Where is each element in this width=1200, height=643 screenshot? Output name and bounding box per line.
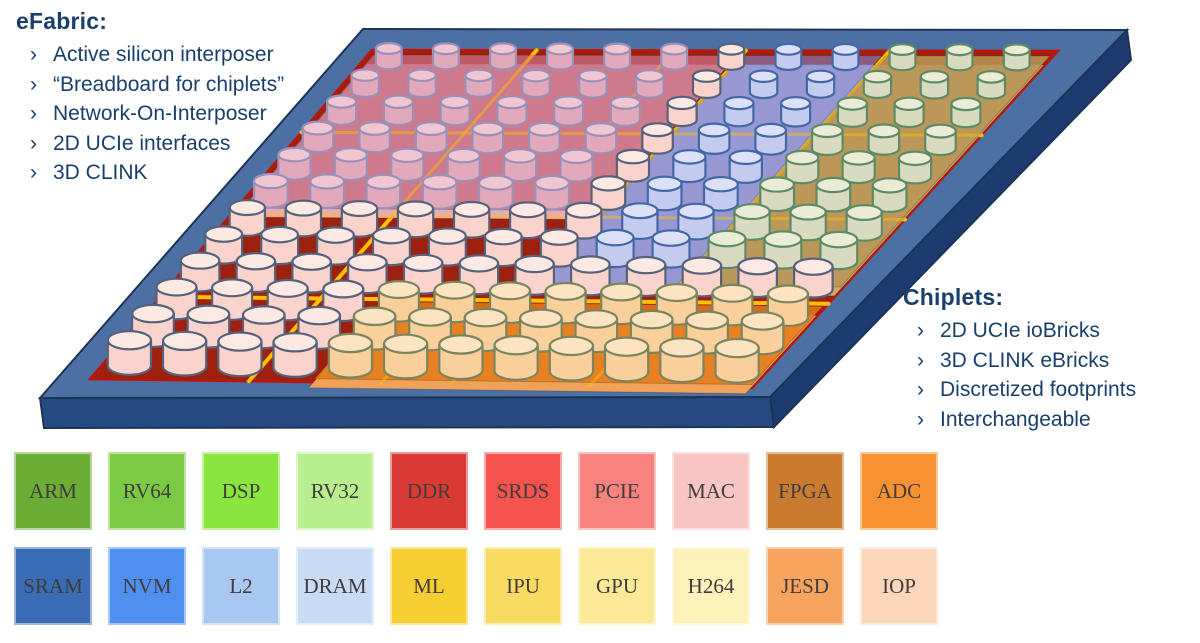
- legend-chip-label: ARM: [29, 478, 77, 503]
- legend-chip-label: ML: [413, 573, 445, 598]
- bullet-item: › Network-On-Interposer: [30, 99, 284, 129]
- legend-chip-ipu: IPU: [484, 547, 562, 625]
- bullet-glyph: ›: [917, 378, 924, 401]
- legend-chip-label: L2: [229, 573, 253, 598]
- bullet-text: 3D CLINK: [53, 161, 148, 184]
- legend-chip-rv32: RV32: [296, 452, 374, 530]
- legend-chip-sram: SRAM: [14, 547, 92, 625]
- bullet-item: › 3D CLINK: [30, 158, 284, 188]
- legend-chip-label: FPGA: [778, 478, 832, 503]
- legend-chip-label: SRDS: [496, 478, 550, 503]
- bullet-text: Interchangeable: [940, 407, 1091, 431]
- efabric-notes: eFabric: › Active silicon interposer › “Bre…: [16, 8, 284, 188]
- legend-chip-label: DRAM: [303, 573, 367, 598]
- legend-chip-nvm: NVM: [108, 547, 186, 625]
- legend-chip-mac: MAC: [672, 452, 750, 530]
- bullet-glyph: ›: [917, 348, 924, 372]
- bump-array: [106, 41, 1031, 384]
- bullet-text: “Breadboard for chiplets”: [53, 72, 285, 96]
- legend-chip-label: DDR: [406, 478, 452, 503]
- legend-chip-jesd: JESD: [766, 547, 844, 625]
- legend-chip-ml: ML: [390, 547, 468, 625]
- legend-chip-label: RV64: [122, 478, 172, 503]
- legend-chip-gpu: GPU: [578, 547, 656, 625]
- legend-chip-label: IPU: [506, 573, 540, 598]
- legend-chip-label: SRAM: [23, 573, 83, 598]
- legend-chip-fpga: FPGA: [766, 452, 844, 530]
- bullet-text: 2D UCIe interfaces: [53, 131, 231, 155]
- bullet-text: Active silicon interposer: [53, 43, 274, 66]
- chiplets-notes: Chiplets: › 2D UCIe ioBricks › 3D CLINK eBr…: [903, 284, 1136, 434]
- chiplets-list: › 2D UCIe ioBricks › 3D CLINK eBricks › Discr…: [903, 316, 1136, 434]
- legend-chip-adc: ADC: [860, 452, 938, 530]
- legend-chip-label: GPU: [595, 573, 638, 598]
- bullet-glyph: ›: [30, 131, 37, 155]
- bullet-glyph: ›: [917, 319, 924, 342]
- chiplets-heading: Chiplets:: [903, 284, 1004, 310]
- bullet-glyph: ›: [30, 102, 37, 125]
- legend-chip-label: ADC: [876, 478, 922, 503]
- legend-chip-dram: DRAM: [296, 547, 374, 625]
- bullet-item: › 2D UCIe interfaces: [30, 129, 284, 159]
- bullet-item: › Discretized footprints: [917, 375, 1136, 405]
- bullet-text: Network-On-Interposer: [53, 102, 267, 125]
- bullet-item: › Active silicon interposer: [30, 40, 284, 70]
- efabric-heading: eFabric:: [16, 8, 108, 34]
- legend-chip-iop: IOP: [860, 547, 938, 625]
- legend-chip-label: DSP: [221, 478, 261, 503]
- bullet-item: › 3D CLINK eBricks: [917, 346, 1136, 376]
- bullet-glyph: ›: [30, 72, 37, 96]
- bullet-item: › 2D UCIe ioBricks: [917, 316, 1136, 346]
- legend-chip-label: PCIE: [594, 478, 640, 503]
- bullet-text: Discretized footprints: [940, 378, 1137, 401]
- bullet-text: 3D CLINK eBricks: [940, 348, 1110, 372]
- legend-chip-pcie: PCIE: [578, 452, 656, 530]
- legend-chip-label: MAC: [687, 478, 735, 503]
- bullet-item: › Interchangeable: [917, 405, 1136, 435]
- legend-chip-l2: L2: [202, 547, 280, 625]
- legend-chip-rv64: RV64: [108, 452, 186, 530]
- legend-chip-h264: H264: [672, 547, 750, 625]
- bullet-item: › “Breadboard for chiplets”: [30, 70, 284, 100]
- legend-chip-label: RV32: [310, 478, 360, 503]
- legend-chip-srds: SRDS: [484, 452, 562, 530]
- bullet-glyph: ›: [30, 161, 37, 184]
- bullet-glyph: ›: [917, 407, 924, 431]
- efabric-list: › Active silicon interposer › “Breadboard f…: [16, 40, 284, 188]
- legend-row-top: ARM RV64 DSP RV32 DDR SRDS PCIE MAC FPGA ADC: [14, 452, 938, 530]
- legend-chip-label: IOP: [882, 573, 916, 598]
- legend-chip-label: JESD: [781, 573, 829, 598]
- legend-chip-dsp: DSP: [202, 452, 280, 530]
- bullet-text: 2D UCIe ioBricks: [940, 319, 1100, 342]
- legend-chip-label: NVM: [122, 573, 172, 598]
- legend-chip-arm: ARM: [14, 452, 92, 530]
- legend-chip-ddr: DDR: [390, 452, 468, 530]
- legend-row-bottom: SRAM NVM L2 DRAM ML IPU GPU H264 JESD IOP: [14, 547, 938, 625]
- bullet-glyph: ›: [30, 43, 37, 66]
- legend-chip-label: H264: [687, 573, 735, 598]
